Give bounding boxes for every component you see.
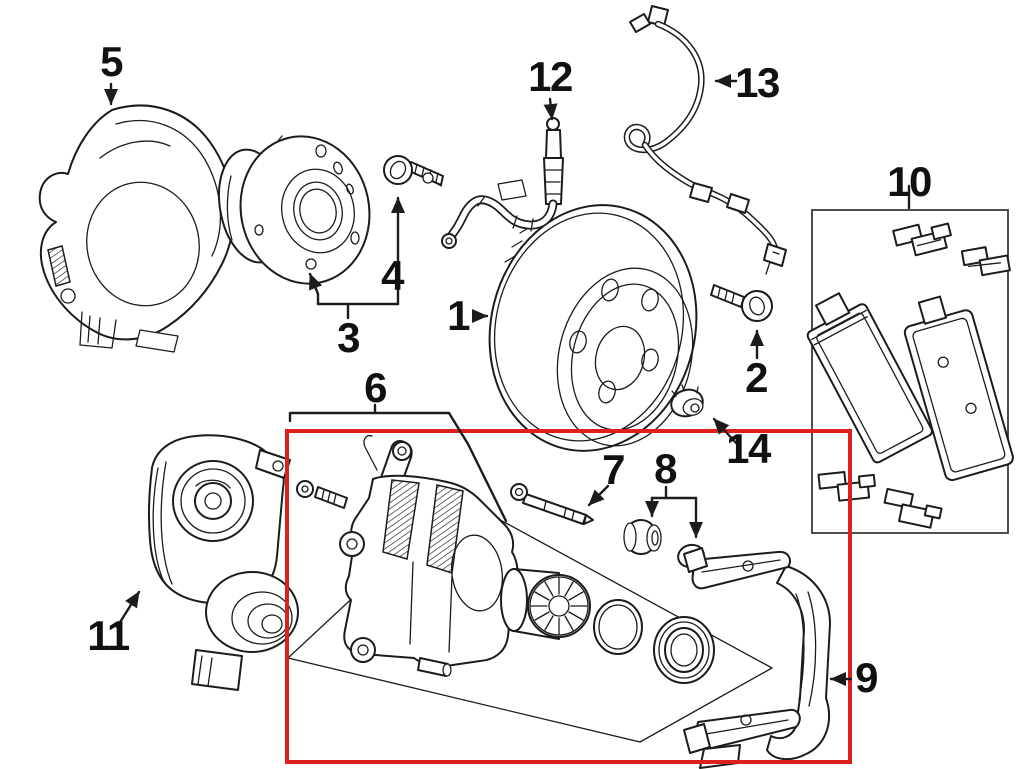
pad-retainer-clip-drawing xyxy=(817,470,876,502)
guide-pin-bushings-drawing xyxy=(623,519,705,569)
callout-9: 9 xyxy=(855,654,877,701)
callout-10: 10 xyxy=(887,158,931,205)
pad-retainer-clip-drawing xyxy=(883,487,943,529)
callout-leaders xyxy=(104,74,911,686)
callout-5: 5 xyxy=(100,38,123,85)
callout-arrow-7 xyxy=(587,484,610,507)
brake-rotor-drawing xyxy=(488,204,698,452)
callout-6: 6 xyxy=(364,364,386,411)
callout-8: 8 xyxy=(654,445,677,492)
piston-seal-drawing xyxy=(593,599,643,655)
wheel-hub-drawing xyxy=(218,135,371,285)
pad-retainer-clip-drawing xyxy=(960,246,1011,277)
callout-arrow-14 xyxy=(712,417,739,446)
callout-13: 13 xyxy=(735,59,779,106)
callout-labels: 1 2 3 4 5 6 7 8 9 10 11 12 13 14 xyxy=(87,38,932,701)
brake-pad-left-drawing xyxy=(806,292,933,464)
callout-7: 7 xyxy=(602,446,624,493)
caliper-bolt-drawing xyxy=(710,284,773,322)
callout-bracket-6 xyxy=(288,403,508,523)
callout-3: 3 xyxy=(337,314,359,361)
brake-pad-kit-group xyxy=(806,209,1014,534)
callout-bracket-3-4 xyxy=(316,302,400,320)
callout-14: 14 xyxy=(726,425,772,472)
pad-retainer-clip-drawing xyxy=(892,222,952,257)
piston-dust-boot-drawing xyxy=(653,616,715,684)
callout-1: 1 xyxy=(447,292,470,339)
callout-arrow-3 xyxy=(308,272,323,306)
pads-group-box xyxy=(811,209,1009,534)
abs-sensor-cable-drawing xyxy=(623,5,787,275)
caliper-piston-drawing xyxy=(500,568,591,640)
hub-bolt-drawing xyxy=(383,155,444,186)
callout-arrow-12 xyxy=(543,97,558,121)
callout-12: 12 xyxy=(528,53,572,100)
dust-shield-drawing xyxy=(38,104,235,353)
callout-4: 4 xyxy=(381,252,405,299)
callout-2: 2 xyxy=(745,354,767,401)
parking-brake-actuator-drawing xyxy=(147,434,299,691)
brake-caliper-drawing xyxy=(296,434,519,677)
flange-nut-drawing xyxy=(670,384,704,418)
guide-pin-bolt-drawing xyxy=(510,483,594,525)
caliper-kit-boundary xyxy=(287,497,773,743)
callout-bracket-8 xyxy=(650,485,698,500)
brake-pad-right-drawing xyxy=(903,295,1014,482)
highlight-box xyxy=(285,429,852,764)
callout-arrow-11 xyxy=(115,590,141,629)
callout-11: 11 xyxy=(87,612,130,659)
